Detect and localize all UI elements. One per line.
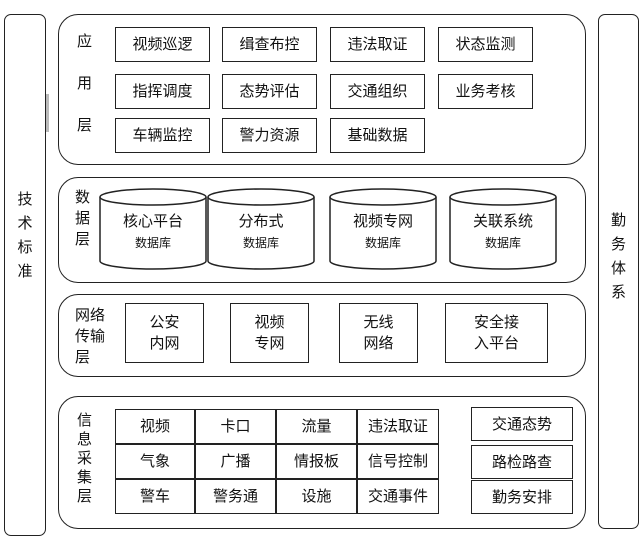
collection-layer-label: 信 息 采 集 层 [77, 411, 93, 505]
collection-module: 广播 [195, 444, 276, 479]
collection-module: 交通事件 [357, 479, 439, 514]
network-module: 公安 内网 [125, 303, 204, 363]
network-module: 无线 网络 [339, 303, 418, 363]
collection-module: 流量 [276, 409, 357, 444]
collection-module: 情报板 [276, 444, 357, 479]
database-title: 核心平台 [122, 212, 183, 230]
collection-layer: 信 息 采 集 层 视频卡口流量违法取证气象广播情报板信号控制警车警务通设施交通… [58, 396, 586, 529]
application-layer: 应 用 层 视频巡逻缉查布控违法取证状态监测指挥调度态势评估交通组织业务考核车辆… [58, 14, 586, 165]
app-module: 指挥调度 [115, 74, 210, 109]
database-subtitle: 数据库 [484, 236, 521, 250]
app-module: 车辆监控 [115, 118, 210, 153]
database-cylinder: 分布式数据库 [207, 188, 315, 270]
database-cylinder: 关联系统数据库 [449, 188, 557, 270]
collection-module: 信号控制 [357, 444, 439, 479]
collection-module: 视频 [115, 409, 195, 444]
app-module: 违法取证 [330, 27, 425, 62]
database-title: 分布式 [238, 212, 284, 230]
database-subtitle: 数据库 [242, 236, 279, 250]
collection-side-module: 交通态势 [471, 407, 573, 441]
app-module: 业务考核 [438, 74, 533, 109]
app-module: 态势评估 [222, 74, 317, 109]
collection-side-module: 勤务安排 [471, 480, 573, 514]
database-title: 视频专网 [352, 212, 413, 230]
collection-side-module: 路检路查 [471, 445, 573, 479]
app-module: 视频巡逻 [115, 27, 210, 62]
duty-system-label: 勤 务 体 系 [610, 211, 626, 301]
app-module: 交通组织 [330, 74, 425, 109]
app-module: 警力资源 [222, 118, 317, 153]
network-layer-label: 网络 传输 层 [75, 306, 106, 366]
database-title: 关联系统 [472, 212, 533, 230]
database-cylinder: 视频专网数据库 [329, 188, 437, 270]
collection-module: 违法取证 [357, 409, 439, 444]
data-layer: 数 据 层 核心平台数据库分布式数据库视频专网数据库关联系统数据库 [58, 177, 586, 283]
database-subtitle: 数据库 [364, 236, 401, 250]
tech-standard-bar: 技 术 标 准 [4, 14, 46, 536]
application-layer-label: 应 用 层 [77, 32, 93, 134]
app-module: 状态监测 [438, 27, 533, 62]
collection-module: 气象 [115, 444, 195, 479]
collection-module: 卡口 [195, 409, 276, 444]
database-cylinder: 核心平台数据库 [99, 188, 207, 270]
data-layer-label: 数 据 层 [75, 188, 91, 248]
app-module: 缉查布控 [222, 27, 317, 62]
database-subtitle: 数据库 [134, 236, 171, 250]
network-module: 视频 专网 [230, 303, 309, 363]
app-module: 基础数据 [330, 118, 425, 153]
network-layer: 网络 传输 层 公安 内网视频 专网无线 网络安全接 入平台 [58, 294, 586, 377]
collection-module: 警车 [115, 479, 195, 514]
duty-system-bar: 勤 务 体 系 [598, 14, 639, 529]
collection-module: 警务通 [195, 479, 276, 514]
collection-module: 设施 [276, 479, 357, 514]
divider [46, 94, 49, 132]
network-module: 安全接 入平台 [445, 303, 548, 363]
tech-standard-label: 技 术 标 准 [17, 190, 33, 280]
